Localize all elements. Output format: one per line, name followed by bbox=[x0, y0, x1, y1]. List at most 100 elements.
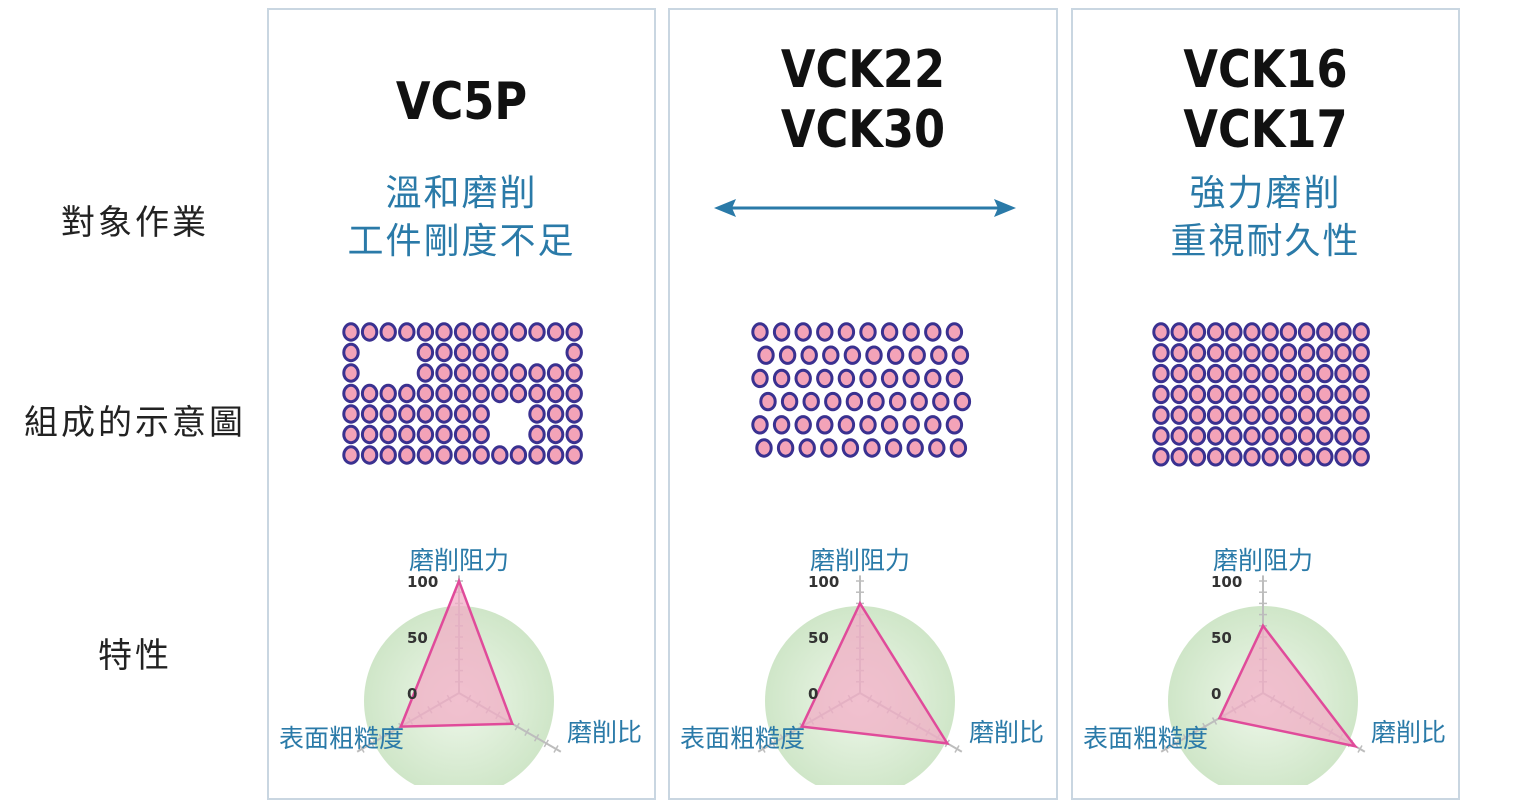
abrasive-grain bbox=[1243, 405, 1261, 425]
abrasive-grain bbox=[528, 424, 546, 445]
abrasive-grain bbox=[472, 445, 490, 465]
product-line: VC5P bbox=[395, 72, 528, 132]
abrasive-grain bbox=[379, 404, 397, 424]
abrasive-grain bbox=[945, 415, 964, 435]
radar-tick-label: 0 bbox=[808, 685, 818, 703]
abrasive-grain bbox=[1170, 405, 1188, 425]
composition-diagram bbox=[342, 322, 583, 465]
abrasive-grain bbox=[800, 345, 818, 365]
radar-tick bbox=[1192, 728, 1198, 737]
abrasive-grain bbox=[342, 445, 360, 465]
abrasive-grain bbox=[945, 368, 964, 389]
radar-label-grinding-ratio: 磨削比 bbox=[567, 718, 642, 747]
abrasive-grain bbox=[416, 404, 435, 424]
abrasive-grain bbox=[546, 404, 565, 424]
abrasive-grain bbox=[1261, 343, 1279, 363]
abrasive-grain bbox=[416, 424, 435, 445]
abrasive-grain bbox=[528, 445, 546, 465]
radar-tick-label: 100 bbox=[808, 573, 839, 591]
abrasive-grain bbox=[1297, 384, 1316, 405]
double-headed-arrow bbox=[714, 199, 1016, 217]
radar-tick bbox=[378, 733, 385, 742]
abrasive-grain bbox=[360, 383, 379, 404]
abrasive-grain bbox=[1206, 426, 1225, 446]
abrasive-grain bbox=[1334, 405, 1352, 425]
abrasive-grain bbox=[398, 404, 416, 424]
abrasive-grain bbox=[859, 415, 877, 435]
abrasive-grain bbox=[778, 345, 797, 365]
abrasive-grain bbox=[1243, 384, 1261, 405]
abrasive-grain bbox=[751, 415, 769, 435]
abrasive-grain bbox=[1206, 447, 1225, 467]
radar-data-polygon bbox=[398, 577, 515, 728]
abrasive-grain bbox=[1152, 343, 1170, 363]
abrasive-grain bbox=[1297, 363, 1316, 384]
abrasive-grain bbox=[565, 342, 583, 363]
abrasive-grain bbox=[491, 383, 509, 404]
abrasive-grain bbox=[453, 342, 472, 363]
abrasive-grain bbox=[491, 342, 509, 363]
abrasive-grain bbox=[491, 445, 509, 465]
abrasive-grain bbox=[816, 415, 834, 435]
abrasive-grain bbox=[757, 345, 775, 365]
abrasive-grain bbox=[379, 424, 397, 445]
abrasive-grain bbox=[435, 342, 453, 363]
abrasive-grain bbox=[1188, 426, 1207, 446]
usage-line: 溫和磨削 bbox=[385, 173, 538, 214]
abrasive-grain bbox=[528, 404, 546, 424]
abrasive-grain bbox=[453, 383, 472, 404]
abrasive-grain bbox=[908, 345, 926, 365]
composition-diagram bbox=[751, 322, 972, 458]
radar-label-surface-roughness: 表面粗糙度 bbox=[279, 724, 404, 753]
abrasive-grain bbox=[1188, 405, 1207, 425]
abrasive-grain bbox=[924, 415, 942, 435]
radar-tick bbox=[553, 745, 559, 753]
abrasive-grain bbox=[1279, 384, 1298, 405]
abrasive-grain bbox=[1316, 447, 1334, 467]
abrasive-grain bbox=[867, 391, 885, 412]
abrasive-grain bbox=[1279, 426, 1298, 446]
abrasive-grain bbox=[1352, 363, 1370, 384]
abrasive-grain bbox=[342, 342, 360, 363]
radar-tick-label: 0 bbox=[407, 685, 417, 703]
radar-data-polygon bbox=[1217, 623, 1359, 749]
abrasive-grain bbox=[528, 383, 546, 404]
abrasive-grain bbox=[1206, 384, 1225, 405]
abrasive-grain bbox=[820, 438, 838, 458]
abrasive-grain bbox=[884, 438, 903, 458]
abrasive-grain bbox=[949, 438, 968, 458]
abrasive-grain bbox=[772, 415, 791, 435]
abrasive-grain bbox=[1297, 447, 1316, 467]
abrasive-grain bbox=[546, 445, 565, 465]
abrasive-grain bbox=[772, 322, 791, 342]
abrasive-grain bbox=[416, 383, 435, 404]
abrasive-grain bbox=[824, 391, 842, 412]
radar-tick-label: 50 bbox=[1211, 629, 1232, 647]
abrasive-grain bbox=[435, 424, 453, 445]
product-line: VCK30 bbox=[780, 100, 946, 160]
abrasive-grain bbox=[398, 445, 416, 465]
radar-tick bbox=[770, 739, 776, 748]
product-line: VCK17 bbox=[1183, 100, 1348, 160]
abrasive-grain bbox=[1170, 426, 1188, 446]
radar-tick-label: 50 bbox=[407, 629, 428, 647]
radar-tick bbox=[1173, 739, 1179, 748]
abrasive-grain bbox=[1352, 384, 1370, 405]
abrasive-grain bbox=[1279, 405, 1298, 425]
abrasive-grain bbox=[1279, 363, 1298, 384]
abrasive-grain bbox=[924, 368, 942, 389]
abrasive-grain bbox=[1243, 447, 1261, 467]
abrasive-grain bbox=[859, 322, 877, 342]
abrasive-grain bbox=[398, 383, 416, 404]
abrasive-grain bbox=[1152, 322, 1170, 342]
abrasive-grain bbox=[902, 368, 920, 389]
abrasive-grain bbox=[453, 363, 472, 383]
abrasive-grain bbox=[928, 438, 946, 458]
radar-data-polygon bbox=[799, 600, 950, 745]
abrasive-grain bbox=[565, 445, 583, 465]
radar-tick bbox=[388, 728, 394, 737]
abrasive-grain bbox=[472, 424, 490, 445]
abrasive-grain bbox=[880, 415, 899, 435]
abrasive-grain bbox=[886, 345, 905, 365]
